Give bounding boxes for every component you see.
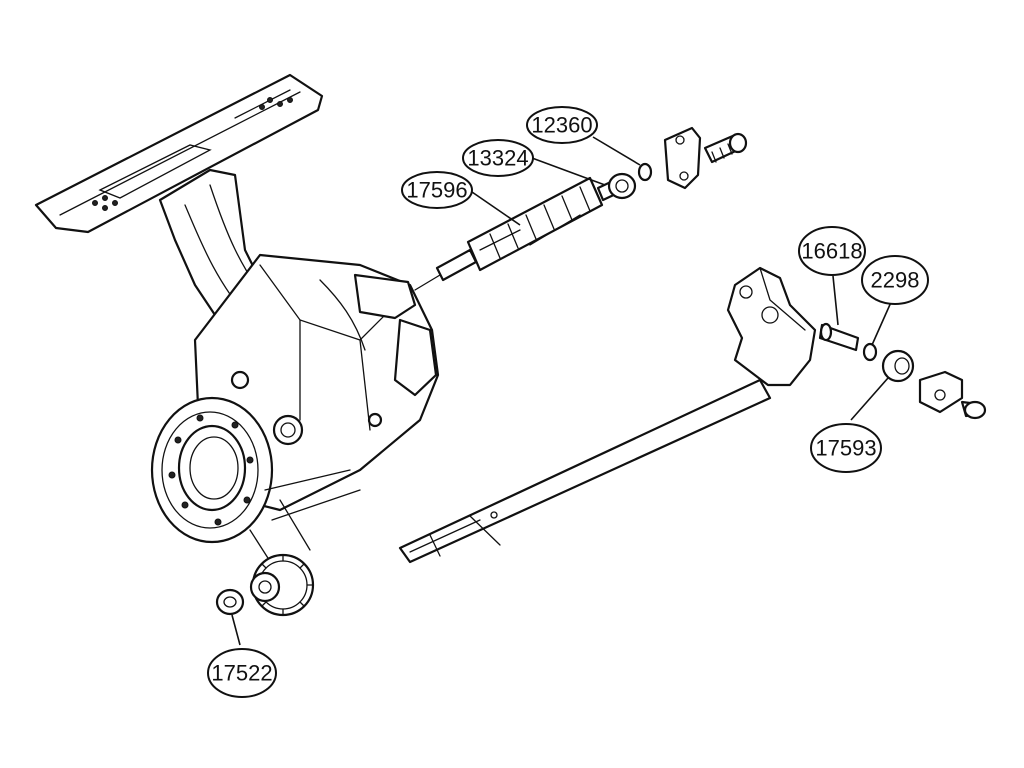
- callout-17593: 17593: [810, 423, 882, 473]
- leader-lines: [231, 136, 893, 646]
- callout-label-17596: 17596: [406, 178, 467, 203]
- callout-label-13324: 13324: [467, 146, 528, 171]
- main-shaft-assembly: [398, 266, 987, 564]
- reel-body: [34, 73, 440, 544]
- callout-label-16618: 16618: [801, 239, 862, 264]
- worm-shaft-assembly: [414, 126, 748, 291]
- callout-12360: 12360: [526, 106, 598, 144]
- callout-13324: 13324: [462, 139, 534, 177]
- callout-17596: 17596: [401, 171, 473, 209]
- callout-label-17593: 17593: [815, 436, 876, 461]
- callout-2298: 2298: [861, 255, 929, 305]
- callout-label-12360: 12360: [531, 113, 592, 138]
- callout-label-17522: 17522: [211, 661, 272, 686]
- callout-label-2298: 2298: [871, 268, 920, 293]
- callout-16618: 16618: [798, 226, 866, 276]
- callout-17522: 17522: [207, 648, 277, 698]
- pinion-gear-assembly: [215, 499, 315, 617]
